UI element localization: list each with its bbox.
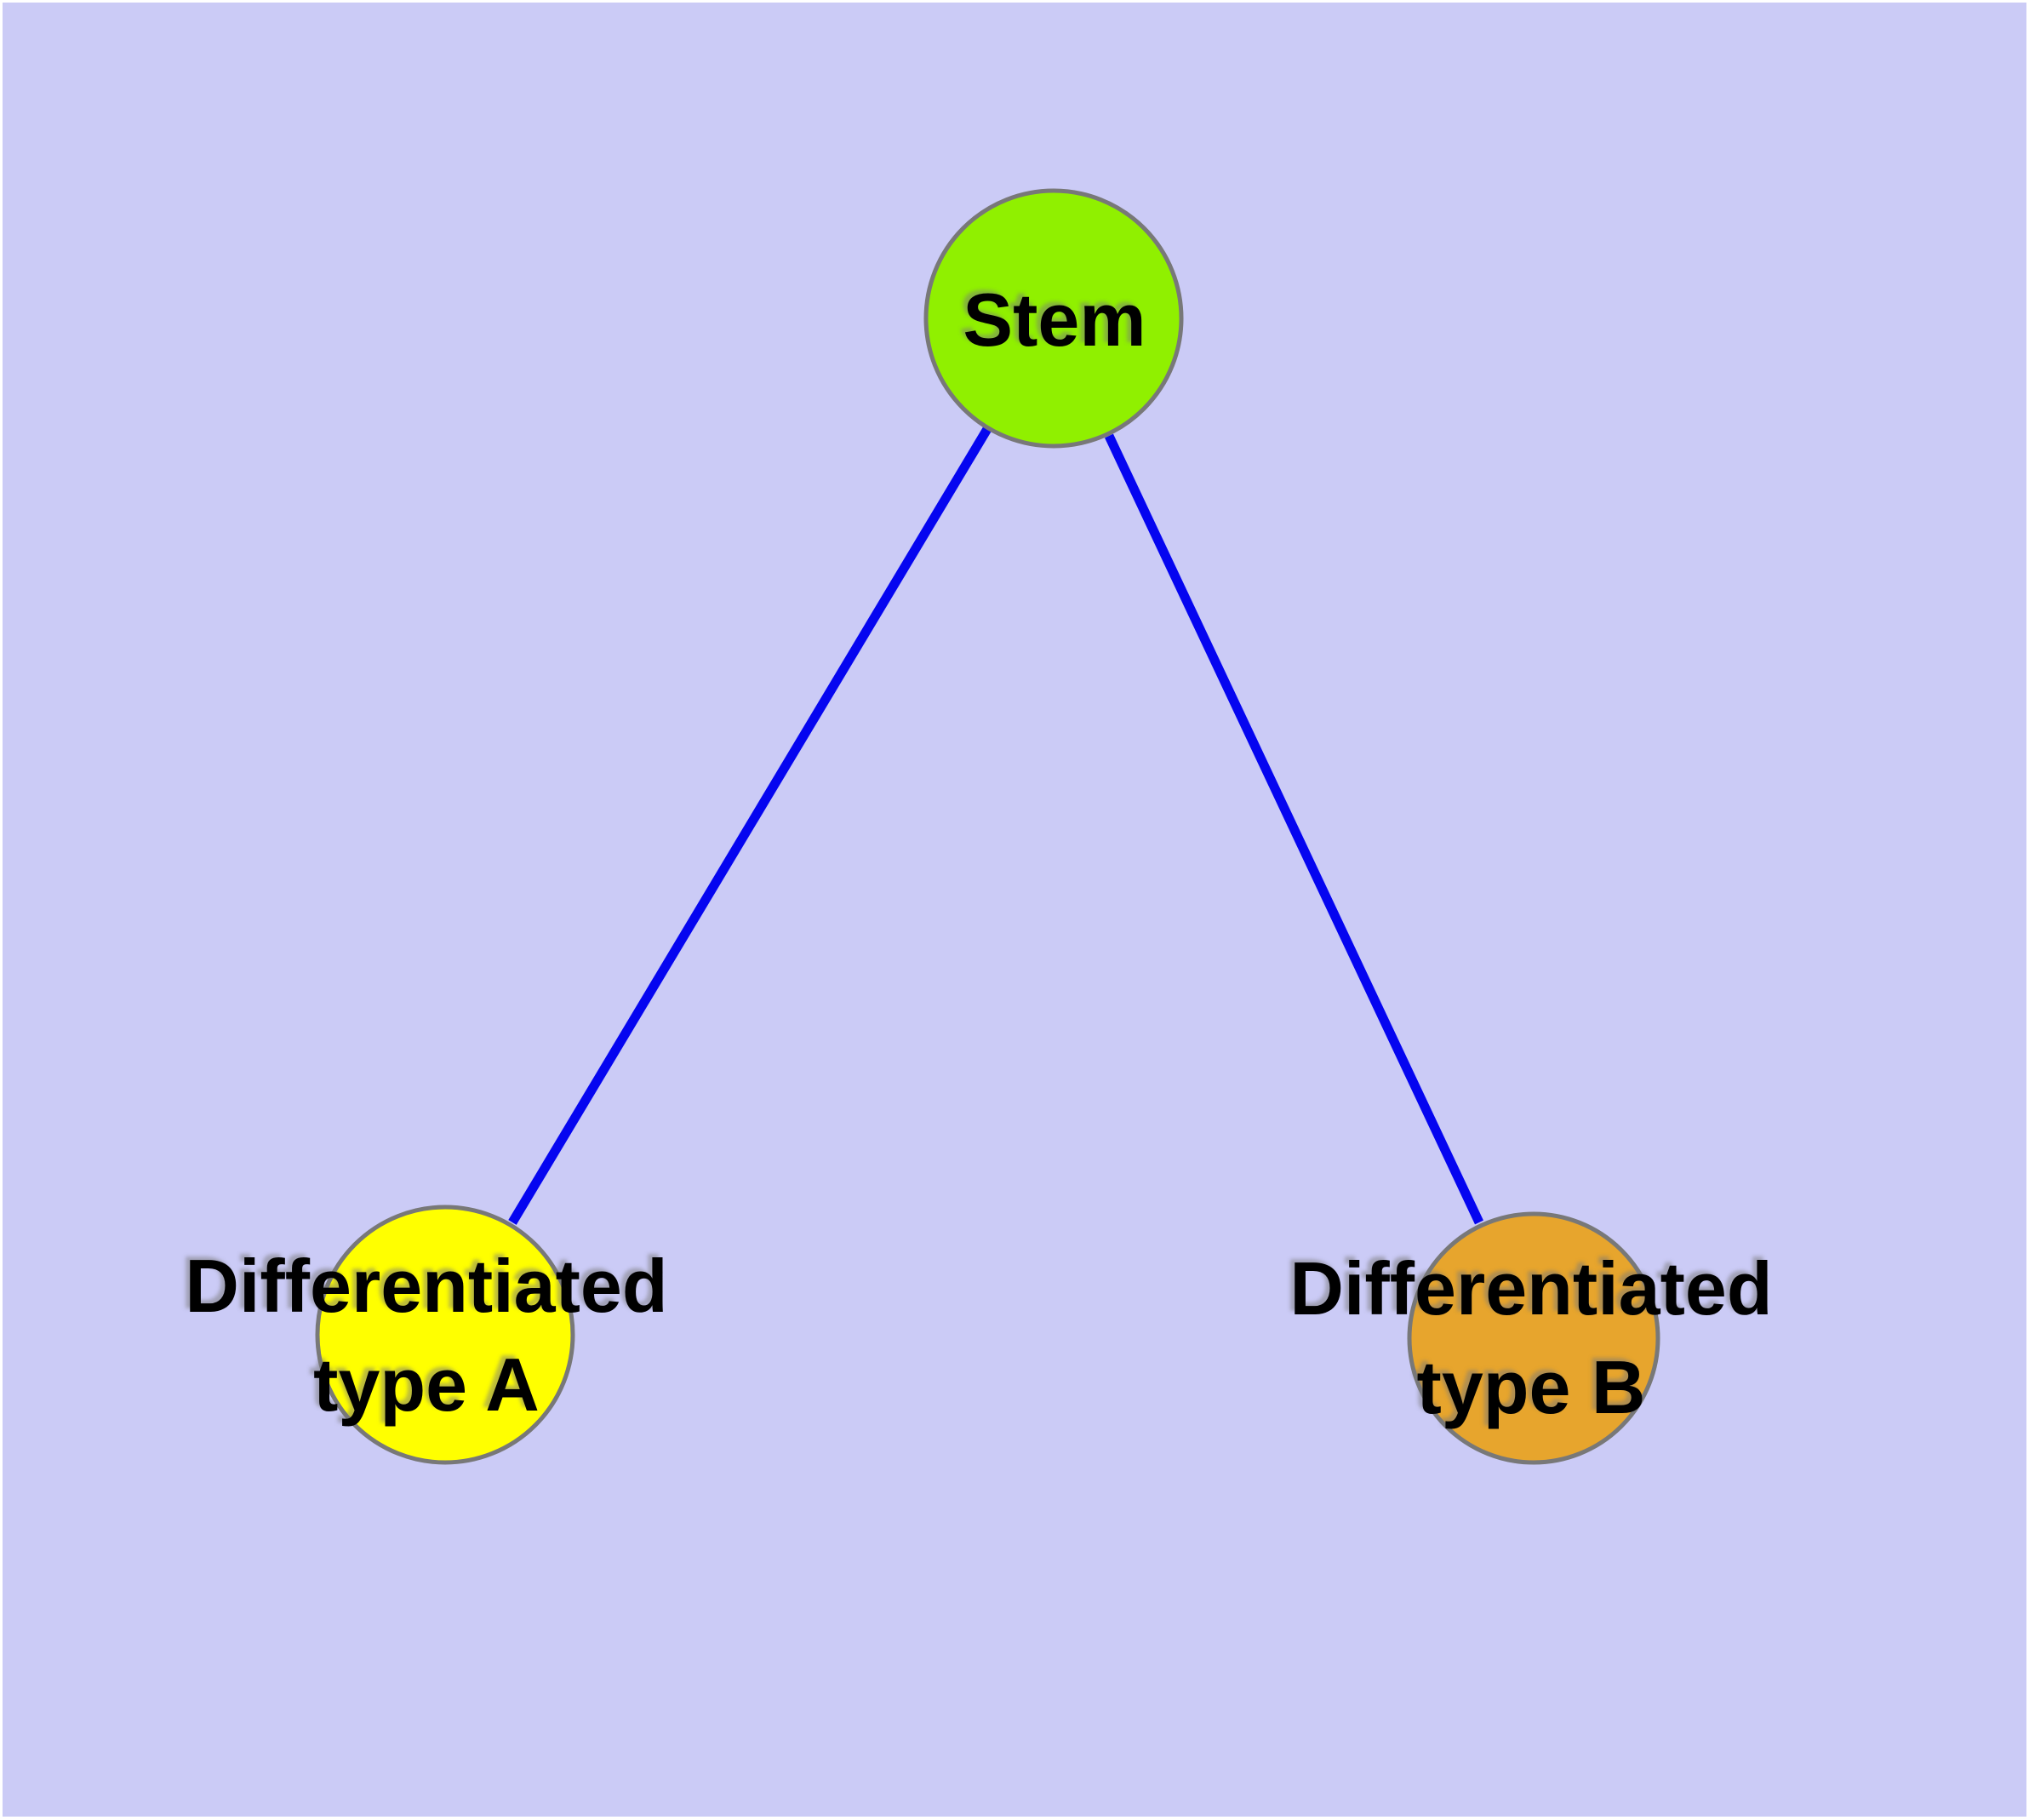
node-differentiated-type-b <box>1407 1211 1660 1465</box>
node-label-type-b-line-2: type B <box>1416 1345 1646 1429</box>
edge-stem-to-type-a <box>508 426 992 1225</box>
node-label-stem: Stem <box>963 271 1146 369</box>
node-label-differentiated-type-a: Differentiated type A <box>185 1237 667 1434</box>
node-differentiated-type-a <box>315 1205 575 1465</box>
node-stem <box>923 188 1184 449</box>
node-label-type-b-line-1: Differentiated <box>1289 1246 1773 1331</box>
edge-stem-to-type-b <box>1105 433 1483 1225</box>
node-label-stem-line-1: Stem <box>963 278 1146 362</box>
node-label-differentiated-type-b: Differentiated type B <box>1289 1239 1772 1437</box>
node-label-type-a-line-2: type A <box>313 1342 540 1427</box>
node-label-type-a-line-1: Differentiated <box>185 1244 668 1328</box>
